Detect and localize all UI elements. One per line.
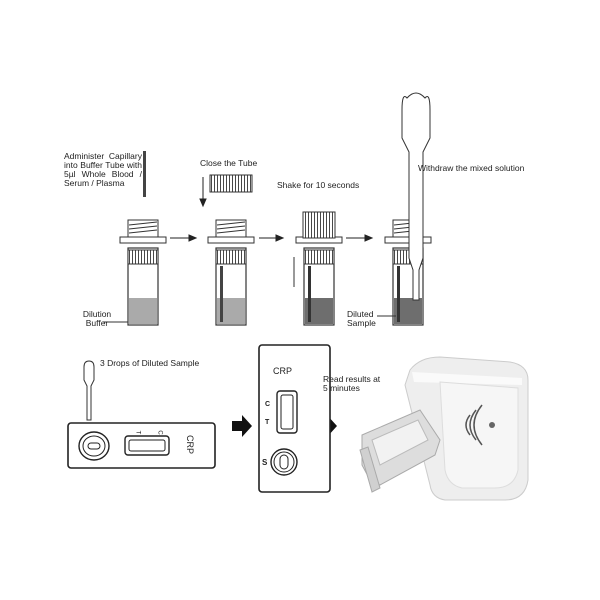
step1-text: Administer Capillary into Buffer Tube wi… xyxy=(64,151,142,188)
cassette-v-crp-label: CRP xyxy=(273,366,293,376)
drops-text: 3 Drops of Diluted Sample xyxy=(100,358,200,368)
reader-device xyxy=(359,356,529,501)
pipette-icon xyxy=(401,92,431,301)
big-arrow-1 xyxy=(232,415,252,437)
cassette-h-c-label: C xyxy=(156,430,163,435)
read-results-text: Read results at 5 minutes xyxy=(323,374,381,393)
shake-text: Shake for 10 seconds xyxy=(277,180,360,190)
cassette-h-crp-label: CRP xyxy=(185,434,196,455)
tube-1-buffer xyxy=(119,219,167,326)
diluted-sample-label: Diluted Sample xyxy=(347,309,376,328)
cassette-vertical xyxy=(258,344,331,493)
capillary-icon xyxy=(143,151,146,197)
cassette-v-t-label: T xyxy=(265,419,270,426)
nfc-icon xyxy=(465,404,483,446)
tube-2 xyxy=(207,219,255,326)
tube-cap-icon xyxy=(209,174,253,193)
tube-4-withdraw xyxy=(384,219,432,326)
tube-3-capped xyxy=(295,211,343,326)
process-arrows xyxy=(170,177,374,242)
cassette-v-c-label: C xyxy=(265,401,271,408)
cassette-v-s-label: S xyxy=(262,458,268,467)
dropper-icon xyxy=(83,360,95,421)
close-tube-text: Close the Tube xyxy=(200,158,258,168)
cassette-horizontal xyxy=(67,422,216,469)
dilution-buffer-label: Dilution Buffer xyxy=(82,309,112,328)
cassette-h-t-label: T xyxy=(134,430,141,435)
withdraw-text: Withdraw the mixed solution xyxy=(418,163,525,173)
